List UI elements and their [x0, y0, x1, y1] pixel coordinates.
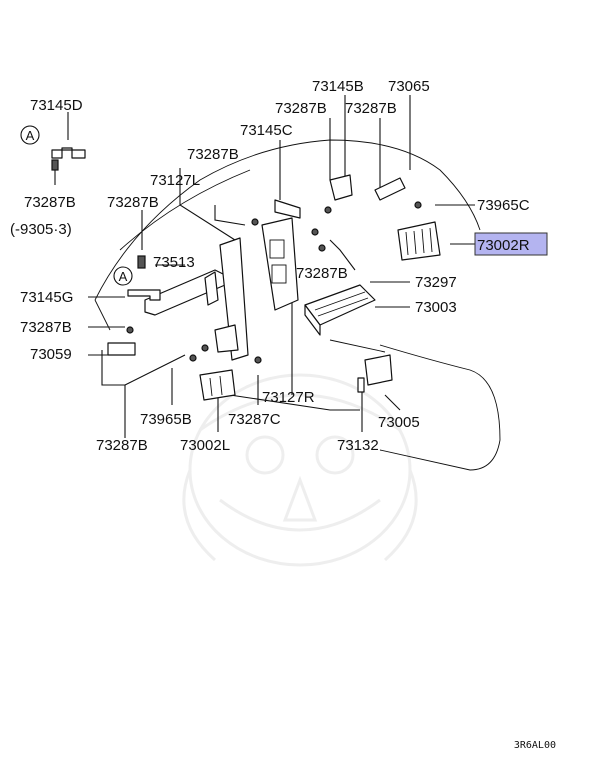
- part-73145C-bracket: [274, 199, 301, 219]
- part-73127L-stay: [214, 237, 249, 361]
- part-screws: [189, 201, 422, 364]
- label-73132[interactable]: 73132: [337, 437, 379, 454]
- label-73965B[interactable]: 73965B: [140, 411, 192, 428]
- label-73287C[interactable]: 73287C: [228, 411, 281, 428]
- label-73002L[interactable]: 73002L: [180, 437, 230, 454]
- part-73002L-vent: [199, 369, 236, 401]
- label-73513[interactable]: 73513: [153, 254, 195, 271]
- label-73287B[interactable]: 73287B: [187, 146, 239, 163]
- label-73127L[interactable]: 73127L: [150, 172, 200, 189]
- leader-lines: [54, 95, 475, 438]
- part-73059-clip: [107, 326, 136, 356]
- part-73003-center-vent: [304, 284, 376, 336]
- reference-marker-1: A: [20, 125, 40, 145]
- label-73287B[interactable]: 73287B: [345, 100, 397, 117]
- part-73145D-bracket: [51, 147, 86, 171]
- svg-text:A: A: [119, 269, 128, 284]
- figure-code: 3R6AL00: [514, 740, 556, 751]
- label-73287B[interactable]: 73287B: [296, 265, 348, 282]
- reference-marker-2: A: [113, 266, 133, 286]
- part-73145B-bracket: [329, 174, 353, 201]
- label-73297[interactable]: 73297: [415, 274, 457, 291]
- part-73002R-vent: [397, 221, 441, 261]
- part-labels: 73145D 73287B (-9305·3) 73287B 73145G 73…: [10, 78, 530, 454]
- watermark-emblem: [182, 373, 418, 567]
- part-73145G-bracket: [127, 255, 161, 301]
- part-73132-clip: [357, 377, 365, 393]
- label-73065[interactable]: 73065: [388, 78, 430, 95]
- label-73002R[interactable]: 73002R: [477, 237, 530, 254]
- label-73965C[interactable]: 73965C: [477, 197, 530, 214]
- label-73287B[interactable]: 73287B: [96, 437, 148, 454]
- label-range-note: (-9305·3): [10, 221, 72, 238]
- part-73127R-stay: [261, 217, 299, 311]
- label-73287B[interactable]: 73287B: [275, 100, 327, 117]
- label-73145B[interactable]: 73145B: [312, 78, 364, 95]
- label-73145G[interactable]: 73145G: [20, 289, 73, 306]
- label-73145D[interactable]: 73145D: [30, 97, 83, 114]
- dashboard-outline: [94, 139, 501, 471]
- label-73059[interactable]: 73059: [30, 346, 72, 363]
- part-73005-vent: [364, 354, 393, 386]
- highlight-box-73002R: [474, 232, 548, 256]
- label-73287B[interactable]: 73287B: [20, 319, 72, 336]
- label-73287B[interactable]: 73287B: [107, 194, 159, 211]
- svg-text:A: A: [26, 128, 35, 143]
- label-73127R[interactable]: 73127R: [262, 389, 315, 406]
- label-73005[interactable]: 73005: [378, 414, 420, 431]
- label-73003[interactable]: 73003: [415, 299, 457, 316]
- label-73287B[interactable]: 73287B: [24, 194, 76, 211]
- part-73065-knob: [374, 177, 406, 201]
- label-73145C[interactable]: 73145C: [240, 122, 293, 139]
